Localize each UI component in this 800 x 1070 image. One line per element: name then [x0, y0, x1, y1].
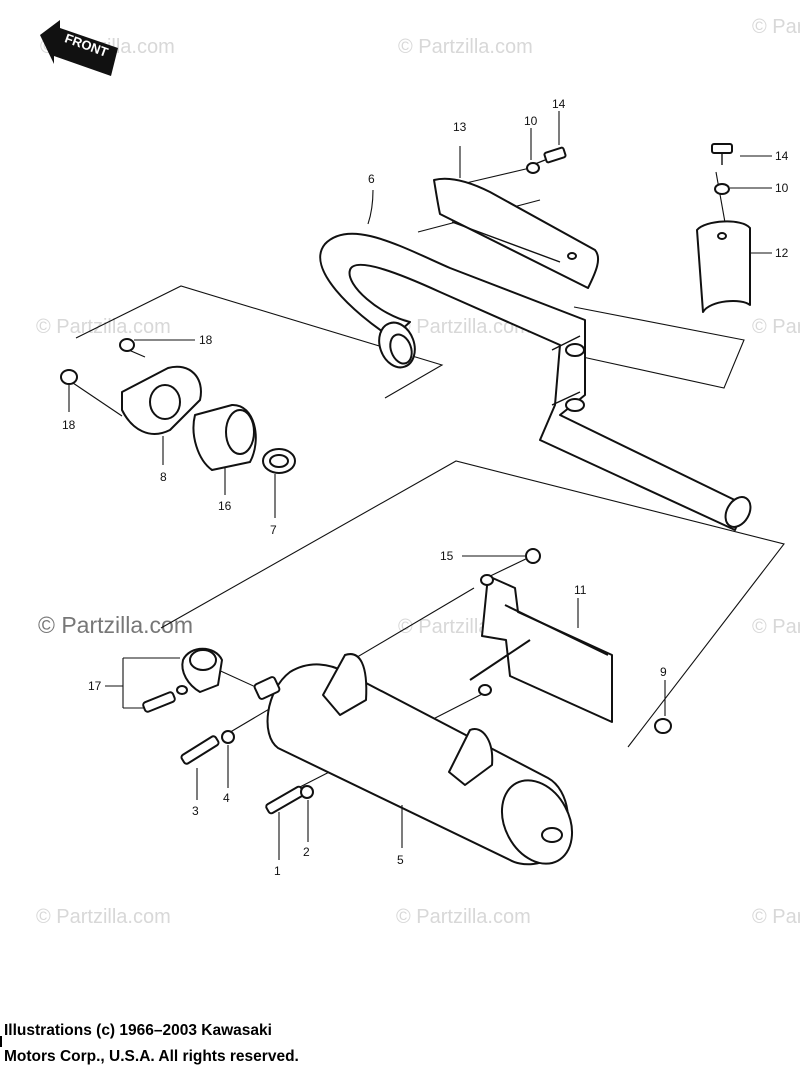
callout-3: 3 — [192, 804, 199, 818]
callout-10-top: 10 — [524, 114, 538, 128]
watermark: © Partzilla.com — [752, 316, 800, 338]
copyright-line-1: Illustrations (c) 1966–2003 Kawasaki — [4, 1022, 272, 1039]
callout-8: 8 — [160, 470, 167, 484]
callout-7: 7 — [270, 523, 277, 537]
callout-11: 11 — [574, 583, 587, 597]
clamp-shell — [696, 220, 751, 313]
bolts-washers — [180, 548, 672, 815]
callout-9: 9 — [660, 665, 667, 679]
callout-6: 6 — [368, 172, 375, 186]
exhaust-parts-diagram: © Partzilla.com © Partzilla.com © Partzi… — [36, 16, 800, 928]
callout-10-right: 10 — [775, 181, 789, 195]
callout-4: 4 — [223, 791, 230, 805]
callout-12: 12 — [775, 246, 789, 260]
watermark: © Partzilla.com — [752, 16, 800, 38]
clamp — [142, 647, 223, 713]
callout-1: 1 — [274, 864, 281, 878]
front-arrow: FRONT — [40, 20, 118, 76]
watermark: © Partzilla.com — [36, 906, 171, 928]
callout-5: 5 — [397, 853, 404, 867]
callout-14-right: 14 — [775, 149, 789, 163]
callout-15: 15 — [440, 549, 454, 563]
callout-14-top: 14 — [552, 97, 566, 111]
screws-top — [526, 143, 733, 195]
callout-2: 2 — [303, 845, 310, 859]
callout-18-left: 18 — [62, 418, 76, 432]
watermark: © Partzilla.com — [36, 316, 171, 338]
exhaust-pipe — [319, 232, 752, 531]
watermark: © Partzilla.com — [752, 616, 800, 638]
watermark-main: © Partzilla.com — [38, 612, 193, 638]
callout-16: 16 — [218, 499, 232, 513]
watermarks: © Partzilla.com © Partzilla.com © Partzi… — [36, 16, 800, 928]
watermark: © Partzilla.com — [396, 316, 531, 338]
muffler-bracket — [469, 574, 613, 723]
leader-lines — [68, 111, 772, 860]
callout-13: 13 — [453, 120, 467, 134]
watermark: © Partzilla.com — [398, 36, 533, 58]
callouts: 13 10 14 14 10 12 6 18 18 8 16 7 15 11 9… — [62, 97, 789, 878]
flange-assembly — [60, 338, 296, 474]
watermark: © Partzilla.com — [396, 906, 531, 928]
copyright-notice: Illustrations (c) 1966–2003 Kawasaki Mot… — [4, 1018, 604, 1070]
callout-18-right: 18 — [199, 333, 213, 347]
watermark: © Partzilla.com — [752, 906, 800, 928]
edge-mark — [0, 1036, 2, 1047]
copyright-line-2: Motors Corp., U.S.A. All rights reserved… — [4, 1048, 299, 1065]
callout-17: 17 — [88, 679, 102, 693]
heat-shield — [433, 177, 599, 289]
muffler — [253, 653, 574, 866]
